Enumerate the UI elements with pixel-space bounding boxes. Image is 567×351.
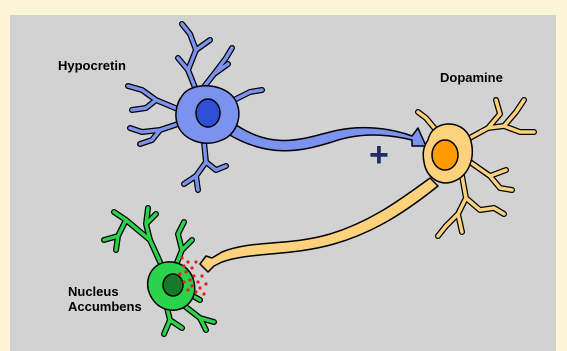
hypocretin-axon xyxy=(228,122,426,151)
plus-sign: + xyxy=(369,138,389,172)
nucleus-accumbens-label-line1: Nucleus xyxy=(68,284,142,299)
dopamine-label: Dopamine xyxy=(440,70,503,85)
hypocretin-nucleus xyxy=(196,99,220,127)
dopamine-nucleus xyxy=(432,140,458,170)
accumbens-nucleus xyxy=(163,274,183,296)
hypocretin-label: Hypocretin xyxy=(58,58,126,73)
dopamine-axon xyxy=(200,178,438,272)
dopamine-neuron xyxy=(200,100,534,272)
accumbens-neuron xyxy=(104,208,214,334)
nucleus-accumbens-label-line2: Accumbens xyxy=(68,299,142,314)
nucleus-accumbens-label: Nucleus Accumbens xyxy=(68,284,142,314)
